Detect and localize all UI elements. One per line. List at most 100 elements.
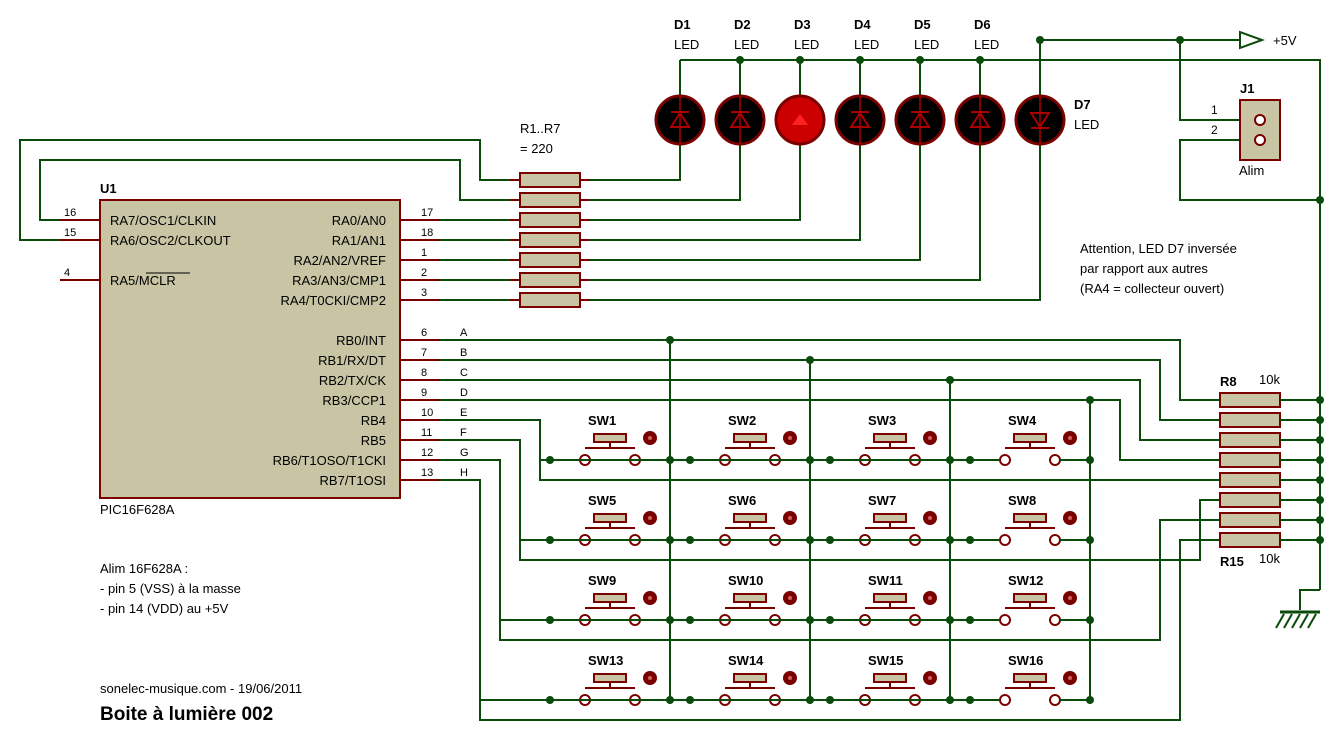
led-type: LED (794, 37, 819, 52)
junction-dot (1086, 616, 1094, 624)
ic-pin-number: 11 (421, 427, 432, 439)
switch-label: SW2 (728, 413, 756, 428)
junction-dot (1316, 516, 1324, 524)
ic-pin-number: 12 (421, 447, 433, 459)
ic-pin-number: 2 (421, 267, 427, 279)
ic-pin-name: RB1/RX/DT (318, 353, 386, 368)
note-line-3: (RA4 = collecteur ouvert) (1080, 281, 1225, 296)
r-top-ref: R1..R7 (520, 121, 561, 136)
ic-pin-name: RA3/AN3/CMP1 (292, 273, 386, 288)
switch-label: SW3 (868, 413, 896, 428)
ic-pin-name: RA2/AN2/VREF (294, 253, 387, 268)
ic-ref: U1 (100, 181, 117, 196)
led-type: LED (914, 37, 939, 52)
resistor (519, 192, 581, 208)
junction-dot (1316, 436, 1324, 444)
switch-label: SW13 (588, 653, 623, 668)
switch-label: SW4 (1008, 413, 1037, 428)
resistor (519, 272, 581, 288)
ic-pin-name: RB5 (361, 433, 386, 448)
ic-pin-name: RB0/INT (336, 333, 386, 348)
ic-pin-name: RB4 (361, 413, 386, 428)
led-type: LED (1074, 117, 1099, 132)
ic-pin-name: RA6/OSC2/CLKOUT (110, 233, 231, 248)
ic-pin-number: 6 (421, 327, 427, 339)
resistor (519, 292, 581, 308)
page-title: Boite à lumière 002 (100, 704, 274, 725)
net-label: A (460, 327, 468, 339)
resistor (519, 212, 581, 228)
switch-label: SW15 (868, 653, 903, 668)
connector-pin2: 2 (1211, 123, 1218, 137)
ic-pin-number: 15 (64, 227, 76, 239)
junction-dot (1316, 456, 1324, 464)
resistor (519, 232, 581, 248)
switch-button-highlight (928, 436, 932, 440)
supply-arrow-icon (1239, 30, 1265, 50)
junction-dot (1086, 456, 1094, 464)
junction-dot (1176, 36, 1184, 44)
junction-dot (1316, 536, 1324, 544)
ic-pin-number: 9 (421, 387, 427, 399)
ic-part: PIC16F628A (100, 502, 175, 517)
wiring (19, 39, 1321, 721)
switch-button-highlight (928, 596, 932, 600)
switch-button-highlight (648, 436, 652, 440)
ic-pin-number: 13 (421, 467, 433, 479)
junction-dot (1036, 36, 1044, 44)
net-label: C (460, 367, 468, 379)
switch-button-highlight (648, 676, 652, 680)
alim-note-2: - pin 5 (VSS) à la masse (100, 581, 241, 596)
switch-label: SW1 (588, 413, 616, 428)
switch-label: SW12 (1008, 573, 1043, 588)
net-label: G (460, 447, 469, 459)
resistor (519, 172, 581, 188)
junction-dot (1316, 476, 1324, 484)
resistor (519, 252, 581, 268)
led-type: LED (854, 37, 879, 52)
switch-button-highlight (788, 676, 792, 680)
ic-body (99, 199, 401, 499)
ic-pin-number: 4 (64, 267, 70, 279)
switch-button-highlight (1068, 516, 1072, 520)
switch-button-highlight (928, 516, 932, 520)
switch-button-highlight (788, 596, 792, 600)
r15-value: 10k (1259, 551, 1280, 566)
junction-dot (1086, 696, 1094, 704)
junction-dot (1086, 396, 1094, 404)
led-lit-icon (792, 114, 808, 125)
r-top-value: = 220 (520, 141, 553, 156)
ic-pin-name: RA4/T0CKI/CMP2 (281, 293, 386, 308)
junction-dot (736, 56, 744, 64)
ic-pin-name: RA5/MCLR (110, 273, 176, 288)
ic-pin-number: 7 (421, 347, 427, 359)
junction-dot (976, 56, 984, 64)
led-ref: D2 (734, 17, 751, 32)
ic-pin-number: 1 (421, 247, 427, 259)
switch-label: SW5 (588, 493, 616, 508)
switch-button-highlight (788, 516, 792, 520)
net-label: F (460, 427, 467, 439)
ic-pin-name: RA1/AN1 (332, 233, 386, 248)
net-label: H (460, 467, 468, 479)
ic-pin-number: 3 (421, 287, 427, 299)
led-type: LED (674, 37, 699, 52)
wire (590, 140, 801, 221)
r8-ref: R8 (1220, 374, 1237, 389)
switch-label: SW14 (728, 653, 764, 668)
junction-dot (946, 376, 954, 384)
led-type: LED (974, 37, 999, 52)
switch-button-highlight (788, 436, 792, 440)
switch-label: SW11 (868, 573, 903, 588)
switch-button-highlight (1068, 676, 1072, 680)
junction-dot (806, 356, 814, 364)
led-ref: D7 (1074, 97, 1091, 112)
junction-dot (1316, 416, 1324, 424)
net-label: E (460, 407, 467, 419)
led-ref: D5 (914, 17, 931, 32)
alim-note-3: - pin 14 (VDD) au +5V (100, 601, 229, 616)
r8-value: 10k (1259, 372, 1280, 387)
wire (590, 140, 921, 261)
switch-label: SW9 (588, 573, 616, 588)
